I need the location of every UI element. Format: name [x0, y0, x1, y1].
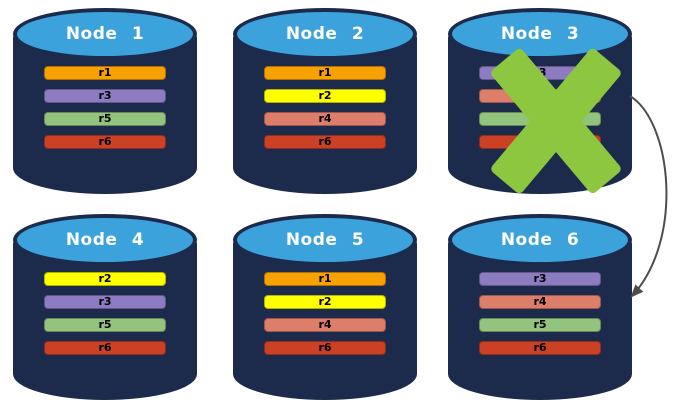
replica-bar-r5: r5 [479, 318, 601, 332]
arrow-path [629, 95, 668, 298]
replica-list: r1 r3 r5 r6 [44, 66, 166, 158]
cylinder-top: Node 2 [233, 8, 417, 60]
replica-list: r3 r4 r5 r6 [479, 272, 601, 364]
replica-bar-r6: r6 [264, 341, 386, 355]
node-title: Node 4 [65, 230, 145, 250]
cylinder-top: Node 3 [448, 8, 632, 60]
node-4: Node 4 r2 r3 r5 r6 [13, 214, 197, 400]
replica-bar-r5: r5 [44, 112, 166, 126]
cylinder-top: Node 6 [448, 214, 632, 266]
replica-list: r1 r2 r4 r6 [264, 66, 386, 158]
replica-bar-r6: r6 [264, 135, 386, 149]
replica-list: r2 r3 r5 r6 [44, 272, 166, 364]
replica-bar-r3: r3 [479, 272, 601, 286]
cylinder-top: Node 5 [233, 214, 417, 266]
replica-bar-r2: r2 [44, 272, 166, 286]
replica-bar-r4: r4 [264, 112, 386, 126]
replica-bar-r2: r2 [264, 89, 386, 103]
replica-bar-r5: r5 [44, 318, 166, 332]
replica-bar-r2: r2 [264, 295, 386, 309]
node-title: Node 5 [285, 230, 365, 250]
node-title: Node 1 [65, 24, 145, 44]
replica-bar-r6: r6 [479, 341, 601, 355]
node-title: Node 6 [500, 230, 580, 250]
replica-bar-r4: r4 [479, 295, 601, 309]
node-5: Node 5 r1 r2 r4 r6 [233, 214, 417, 400]
replica-bar-r1: r1 [264, 66, 386, 80]
replica-bar-r6: r6 [44, 341, 166, 355]
replica-bar-r6: r6 [44, 135, 166, 149]
node-3: Node 3 r3 r4 r5 r6 [448, 8, 632, 196]
replica-bar-r4: r4 [264, 318, 386, 332]
replica-bar-r3: r3 [44, 295, 166, 309]
cylinder-top: Node 1 [13, 8, 197, 60]
node-2: Node 2 r1 r2 r4 r6 [233, 8, 417, 194]
cylinder-top: Node 4 [13, 214, 197, 266]
failure-x-icon [448, 8, 632, 196]
replica-bar-r3: r3 [44, 89, 166, 103]
replica-list: r1 r2 r4 r6 [264, 272, 386, 364]
node-1: Node 1 r1 r3 r5 r6 [13, 8, 197, 194]
replica-bar-r1: r1 [264, 272, 386, 286]
node-title: Node 2 [285, 24, 365, 44]
node-6: Node 6 r3 r4 r5 r6 [448, 214, 632, 400]
node-title: Node 3 [500, 24, 580, 44]
replica-bar-r1: r1 [44, 66, 166, 80]
